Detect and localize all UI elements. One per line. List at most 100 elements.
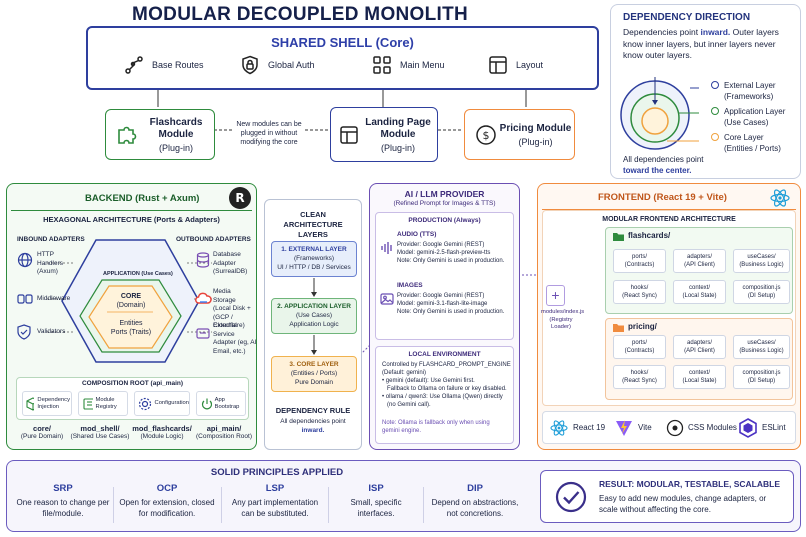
clean-title: CLEAN ARCHITECTURE LAYERS (283, 210, 343, 239)
pricing-module: $ Pricing Module (Plug-in) (464, 109, 575, 160)
crate-api-main: api_main/(Composition Root) (196, 424, 252, 440)
registry-label: modules/index.js (Registry Loader) (541, 309, 585, 330)
layer-arrows (311, 278, 317, 355)
hexagon-diagram (47, 239, 212, 363)
result-title: RESULT: MODULAR, TESTABLE, SCALABLE (599, 479, 781, 489)
feature-layout: Layout (488, 55, 543, 75)
prod-title: PRODUCTION (Always) (408, 217, 481, 224)
dependency-rings (620, 77, 699, 150)
inbound-title: INBOUND ADAPTERS (17, 236, 85, 243)
audio-title: AUDIO (TTS) (397, 231, 437, 238)
legend-core: Core Layer (Entities / Ports) (711, 132, 781, 154)
rule-em: inward. (301, 427, 325, 434)
inbound-middleware: Middleware (37, 295, 71, 302)
module-name: Pricing Module (499, 122, 572, 134)
inbound-http: HTTP Handlers (Axum) (37, 251, 64, 275)
rule-title: DEPENDENCY RULE (275, 406, 351, 415)
modules-note: New modules can be plugged in without mo… (236, 121, 302, 146)
dependency-title: DEPENDENCY DIRECTION (623, 12, 751, 23)
outbound-external: External Service Adapter (eg, AI Email, … (213, 322, 257, 355)
outbound-title: OUTBOUND ADAPTERS (176, 236, 251, 243)
composition-config: Configuration (134, 391, 190, 416)
entities-block: Entities Ports (Traits) (110, 320, 152, 336)
dependency-direction-panel: DEPENDENCY DIRECTION Dependencies point … (610, 4, 801, 179)
crate-core: core/(Pure Domain) (20, 424, 64, 440)
pr-hooks: hooks/(React Sync) (613, 365, 666, 389)
tech-vite: Vite (638, 423, 652, 432)
feature-main-menu: Main Menu (372, 55, 445, 75)
layout-icon (340, 125, 358, 144)
backend-panel: BACKEND (Rust + Axum) R HEXAGONAL ARCHIT… (6, 183, 257, 450)
dollar-icon: $ (476, 124, 496, 145)
tech-stack: React 19 Vite CSS Modules ESLint (542, 411, 796, 444)
frontend-title: FRONTEND (React 19 + Vite) (598, 192, 727, 203)
cube-icon (26, 396, 35, 411)
feature-label: Layout (516, 60, 544, 70)
globe-icon (17, 252, 33, 268)
react-icon (770, 189, 790, 207)
audio-lines: Provider: Google Gemini (REST)Model: gem… (397, 242, 505, 264)
fc-context: context/(Local State) (673, 280, 726, 304)
ai-subtitle: (Refined Prompt for Images & TTS) (393, 200, 496, 207)
eslint-icon (739, 418, 757, 438)
shield-check-icon (17, 324, 31, 340)
result-text: Easy to add new modules, change adapters… (599, 494, 767, 514)
module-name: Landing Page Module (365, 116, 431, 140)
pr-usecases: useCases/(Business Logic) (733, 335, 790, 359)
shell-title: SHARED SHELL (Core) (271, 35, 414, 50)
hex-title: HEXAGONAL ARCHITECTURE (Ports & Adapters… (43, 215, 220, 224)
outbound-media: Media Storage (Local Disk + (GCP / Cloud… (213, 288, 251, 329)
fe-arch-title: MODULAR FRONTEND ARCHITECTURE (602, 216, 736, 223)
rust-icon: R (229, 187, 251, 209)
svg-text:$: $ (483, 129, 490, 142)
rule-text: All dependencies point (280, 418, 346, 425)
flashcards-module: Flashcards Module (Plug-in) (105, 109, 215, 160)
module-sub: (Plug-in) (158, 142, 193, 153)
fc-composition: composition.js(DI Setup) (733, 280, 790, 304)
layer-application: 2. APPLICATION LAYER(Use Cases)Applicati… (271, 298, 357, 334)
fc-usecases: useCases/(Business Logic) (733, 249, 790, 273)
feature-label: Global Auth (268, 60, 315, 70)
fc-ports: ports/(Contracts) (613, 249, 666, 273)
backend-title: BACKEND (Rust + Axum) (85, 193, 200, 204)
crate-mod-shell: mod_shell/(Shared Use Cases) (70, 424, 130, 440)
gear-icon (138, 397, 152, 410)
lock-icon (242, 55, 258, 75)
layer-external: 1. EXTERNAL LAYER(Frameworks)UI / HTTP /… (271, 241, 357, 277)
folder-icon (613, 233, 624, 241)
inbound-validators: Validators (37, 328, 66, 335)
react-icon (550, 420, 568, 436)
tech-eslint: ESLint (762, 423, 786, 432)
folder-icon (613, 324, 624, 332)
feature-label: Base Routes (152, 60, 204, 70)
puzzle-icon (118, 126, 137, 144)
dependency-footer-em: toward the center. (623, 166, 692, 175)
feature-global-auth: Global Auth (240, 55, 315, 75)
css-modules-icon (666, 419, 684, 437)
fe-pricing-label: pricing/ (628, 322, 657, 331)
landing-page-module: Landing Page Module (Plug-in) (330, 107, 438, 162)
routes-icon (125, 56, 143, 74)
check-circle-icon (555, 481, 587, 513)
page-title: MODULAR DECOUPLED MONOLITH (131, 4, 469, 25)
grid-icon (373, 56, 391, 74)
solid-title: SOLID PRINCIPLES APPLIED (210, 467, 344, 478)
local-lines: Controlled by FLASHCARD_PROMPT_ENGINE(De… (382, 362, 511, 408)
app-label: APPLICATION (Use Cases) (103, 271, 173, 277)
feature-base-routes: Base Routes (124, 55, 204, 75)
composition-bootstrap: App Bootstrap (196, 391, 246, 416)
vite-icon (616, 420, 632, 436)
pr-context: context/(Local State) (673, 365, 726, 389)
clean-architecture-panel: CLEAN ARCHITECTURE LAYERS 1. EXTERNAL LA… (264, 199, 362, 450)
middleware-icon (17, 294, 33, 304)
composition-title: COMPOSITION ROOT (api_main) (81, 380, 184, 387)
frontend-panel: FRONTEND (React 19 + Vite) MODULAR FRONT… (537, 183, 801, 450)
tech-react: React 19 (573, 423, 606, 432)
dependency-footer: All dependencies point (623, 155, 704, 164)
